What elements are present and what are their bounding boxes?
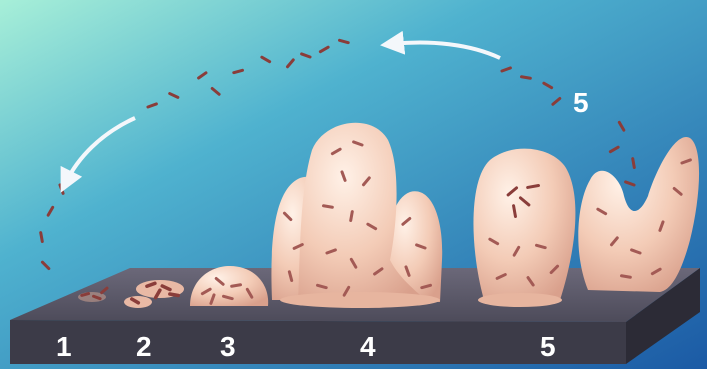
stage-label-1: 1 (56, 331, 72, 362)
stage-label-5: 5 (540, 331, 556, 362)
stage-label-2: 2 (136, 331, 152, 362)
stage-label-4: 4 (360, 331, 376, 362)
dispersal-label: 5 (573, 87, 589, 118)
substrate-front (10, 320, 626, 364)
stage-label-3: 3 (220, 331, 236, 362)
